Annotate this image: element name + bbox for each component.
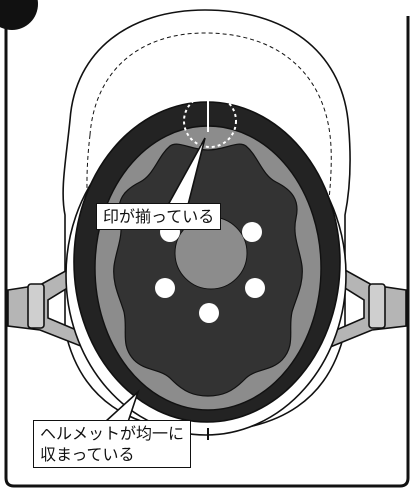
callout-mark-aligned: 印が揃っている (96, 203, 222, 230)
vent-hole (245, 278, 265, 298)
callout-helmet-even-line2: 収まっている (40, 445, 135, 464)
vent-hole (155, 278, 175, 298)
cap-stitching (89, 32, 332, 211)
vent-hole (199, 303, 219, 323)
cap-stitching-left (86, 134, 91, 211)
panel-frame (4, 16, 410, 488)
callout-mark-aligned-text: 印が揃っている (103, 207, 215, 226)
callout-helmet-even-line1: ヘルメットが均一に (40, 424, 185, 443)
callout-helmet-even: ヘルメットが均一に 収まっている (33, 420, 192, 468)
alignment-highlight-circle (183, 94, 237, 148)
step-badge (0, 0, 38, 30)
vent-hole (242, 222, 262, 242)
